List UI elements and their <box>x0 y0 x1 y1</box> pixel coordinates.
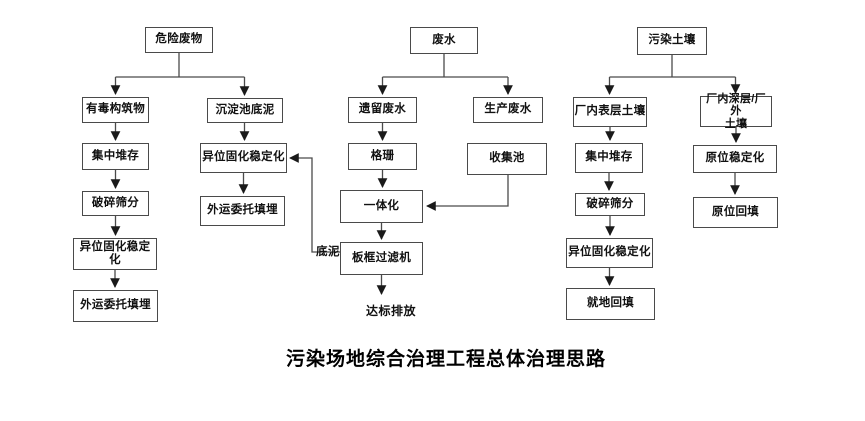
node-offsite-landfill-sludge: 外运委托填埋 <box>200 196 285 226</box>
node-ex-situ-solidification-sludge: 异位固化稳定化 <box>200 143 287 173</box>
node-sediment-tank-sludge: 沉淀池底泥 <box>207 98 283 123</box>
node-bar-screen: 格珊 <box>348 143 417 170</box>
edge-label-sludge: 底泥 <box>316 246 340 258</box>
node-central-storage-soil: 集中堆存 <box>575 143 643 173</box>
node-crush-screen-soil: 破碎筛分 <box>575 193 645 216</box>
node-polluted-soil: 污染土壤 <box>637 27 707 55</box>
connectors-wastewater <box>289 54 513 295</box>
node-collection-pool: 收集池 <box>467 143 547 175</box>
node-surface-soil: 厂内表层土壤 <box>573 97 647 127</box>
node-hazardous-waste: 危险废物 <box>145 27 213 53</box>
node-crush-screen-hw: 破碎筛分 <box>82 191 149 216</box>
node-offsite-landfill-hw: 外运委托填埋 <box>73 290 158 322</box>
connectors-polluted-soil <box>604 55 741 286</box>
node-ex-situ-solidification-soil: 异位固化稳定化 <box>566 238 653 268</box>
node-in-situ-stabilization: 原位稳定化 <box>693 145 777 173</box>
node-ex-situ-solidification-hw: 异位固化稳定化 <box>73 238 157 270</box>
node-legacy-wastewater: 遗留废水 <box>348 97 417 123</box>
node-wastewater: 废水 <box>410 27 478 54</box>
node-deep-outside-soil: 厂内深层/厂外 土壤 <box>700 93 772 130</box>
flow-arrow-collection-to-integrated <box>426 175 509 211</box>
flow-arrow-sludge-return <box>289 153 340 253</box>
node-plate-frame-filter: 板框过滤机 <box>340 242 423 275</box>
node-production-wastewater: 生产废水 <box>473 97 543 123</box>
connectors-hazardous-waste <box>110 53 250 288</box>
label-standard-discharge: 达标排放 <box>365 304 416 318</box>
node-onsite-backfill: 就地回填 <box>566 288 655 320</box>
node-in-situ-backfill: 原位回填 <box>693 197 778 228</box>
node-central-storage-hw: 集中堆存 <box>82 143 149 170</box>
diagram-title: 污染场地综合治理工程总体治理思路 <box>285 349 606 370</box>
node-integrated-unit: 一体化 <box>340 190 423 223</box>
node-toxic-structures: 有毒构筑物 <box>82 97 149 123</box>
